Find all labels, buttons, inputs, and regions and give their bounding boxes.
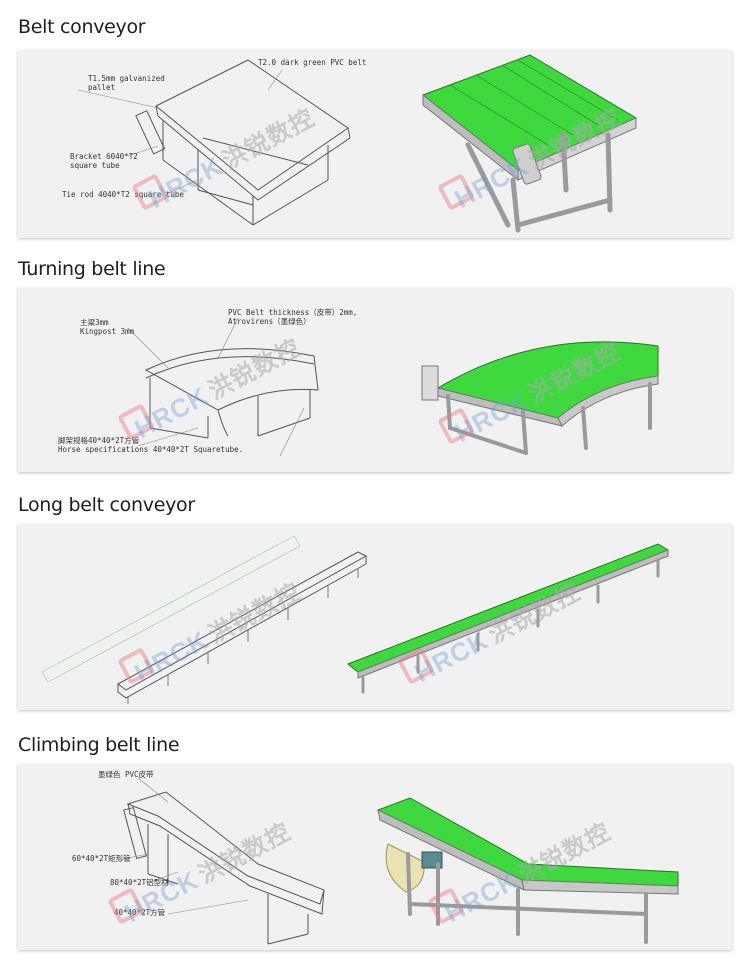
turning-belt-illustrations — [127, 317, 659, 457]
section-title-long-belt-conveyor: Long belt conveyor — [18, 494, 195, 516]
panel-long-belt-conveyor: HRCK洪锐数控 HRCK洪锐数控 — [18, 524, 732, 710]
belt-conveyor-illustrations — [77, 54, 638, 233]
section-title-belt-conveyor: Belt conveyor — [18, 16, 146, 38]
callout-kingpost: 主梁3mm Kingpost 3mm — [80, 318, 135, 336]
callout-square-tube: 40*40*2T方管 — [114, 908, 166, 917]
callout-alu-profile: 80*40*2T铝型材 — [110, 878, 169, 887]
callout-pvc-belt-cn: 墨绿色 PVC皮带 — [98, 770, 154, 779]
long-belt-illustrations — [41, 535, 670, 704]
panel-belt-conveyor: T2.0 dark green PVC belt T1.5mm galvaniz… — [18, 50, 732, 238]
panel-climbing-belt-line: 墨绿色 PVC皮带 60*40*2T矩形管 80*40*2T铝型材 40*40*… — [18, 764, 732, 950]
callout-rect-tube: 60*40*2T矩形管 — [72, 854, 131, 863]
climbing-belt-illustrations — [117, 777, 679, 945]
callout-tie-rod: Tie rod 4040*T2 square tube — [62, 190, 184, 199]
section-title-climbing-belt-line: Climbing belt line — [18, 734, 180, 756]
callout-belt-material: T2.0 dark green PVC belt — [258, 58, 367, 67]
callout-horse-spec: 脚架规格40*40*2T方管 Horse specifications 40*4… — [58, 436, 244, 454]
section-title-turning-belt-line: Turning belt line — [18, 258, 166, 280]
callout-pvc-belt-thickness: PVC Belt thickness（皮带）2mm, Atrovirens（墨绿… — [228, 308, 358, 326]
callout-bracket: Bracket 6040*T2 square tube — [70, 152, 138, 170]
panel-turning-belt-line: PVC Belt thickness（皮带）2mm, Atrovirens（墨绿… — [18, 288, 732, 472]
callout-pallet: T1.5mm galvanized pallet — [88, 74, 165, 92]
